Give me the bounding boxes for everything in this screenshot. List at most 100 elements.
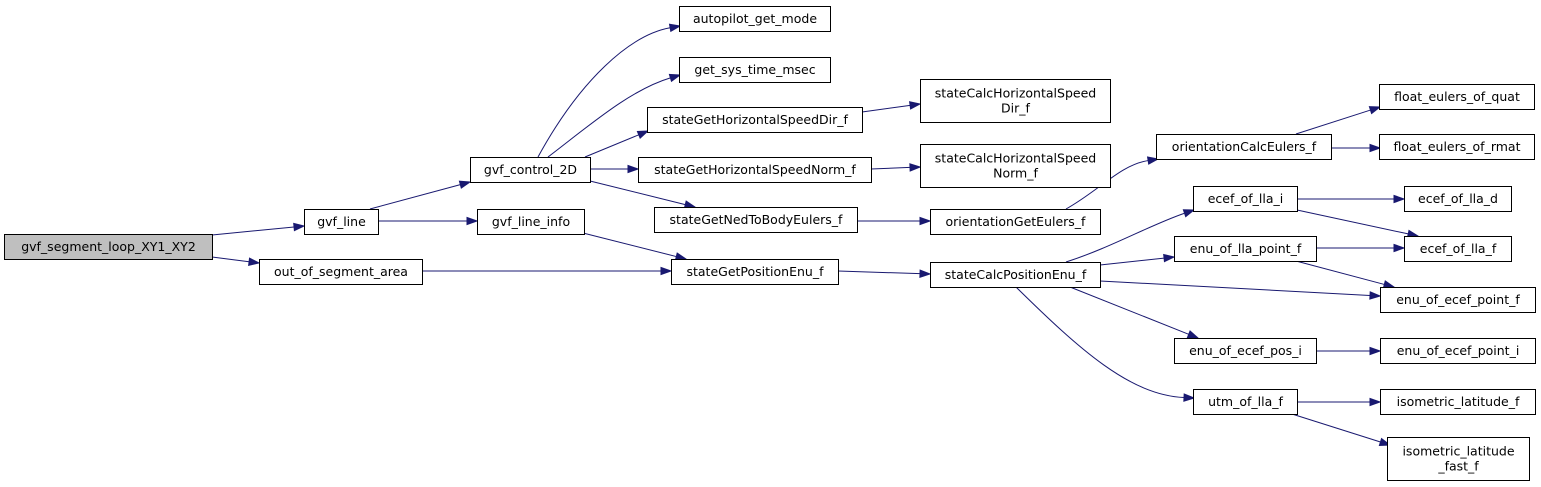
node-box[interactable] [1193, 389, 1298, 415]
node-box[interactable] [470, 157, 591, 183]
edge-root-to-gvf_line [211, 226, 295, 236]
node-label: stateCalcHorizontalSpeed [935, 151, 1096, 166]
node-label: _fast_f [1437, 459, 1479, 474]
arrowhead-out_of_segment_area-to-stateGetPositionEnu_f [660, 266, 673, 276]
node-get-sys-time-msec[interactable]: get_sys_time_msec [679, 57, 831, 83]
node-enu-of-lla-point-f[interactable]: enu_of_lla_point_f [1174, 236, 1317, 262]
node-enu-of-ecef-point-i[interactable]: enu_of_ecef_point_i [1380, 338, 1536, 364]
node-orientationGetEulers-f[interactable]: orientationGetEulers_f [930, 209, 1101, 235]
node-out-of-segment-area[interactable]: out_of_segment_area [259, 259, 423, 285]
node-box[interactable] [1380, 287, 1536, 313]
node-box[interactable] [638, 157, 872, 183]
arrowhead-stateCalcPositionEnu_f-to-enu_of_lla_point_f [1163, 253, 1176, 263]
node-box[interactable] [1387, 437, 1530, 481]
node-box[interactable] [1380, 389, 1536, 415]
node-box[interactable] [654, 207, 858, 233]
node-label: float_eulers_of_quat [1394, 89, 1520, 104]
node-label: out_of_segment_area [274, 264, 408, 279]
node-box[interactable] [1379, 134, 1535, 160]
call-graph-nodes: gvf_segment_loop_XY1_XY2 gvf_line out_of_s… [4, 6, 1536, 481]
node-box[interactable] [4, 234, 213, 260]
node-label: stateCalcHorizontalSpeed [935, 86, 1096, 101]
node-box[interactable] [1193, 186, 1298, 212]
node-label: orientationCalcEulers_f [1172, 139, 1317, 154]
node-box[interactable] [1174, 338, 1317, 364]
edge-stateCalcPositionEnu_f-to-enu_of_lla_point_f [1099, 257, 1165, 266]
node-isometric-latitude-f[interactable]: isometric_latitude_f [1380, 389, 1536, 415]
node-stateGetHorizontalSpeedDir-f[interactable]: stateGetHorizontalSpeedDir_f [647, 107, 863, 133]
node-box[interactable] [679, 57, 831, 83]
edge-gvf_line_info-to-stateGetPositionEnu_f [582, 232, 677, 258]
arrowhead-stateGetNedToBodyEulers_f-to-orientationGetEulers_f [919, 216, 932, 226]
node-root[interactable]: gvf_segment_loop_XY1_XY2 [4, 234, 213, 260]
node-ecef-of-lla-i[interactable]: ecef_of_lla_i [1193, 186, 1298, 212]
node-stateGetNedToBodyEulers-f[interactable]: stateGetNedToBodyEulers_f [654, 207, 858, 233]
node-box[interactable] [1404, 236, 1512, 262]
edge-enu_of_lla_point_f-to-enu_of_ecef_point_f [1295, 260, 1385, 285]
call-graph-edges [211, 23, 1420, 446]
node-label: gvf_line_info [492, 214, 570, 229]
arrowhead-gvf_control_2D-to-stateGetHorizontalSpeedDir_f [636, 130, 650, 139]
node-gvf-control-2D[interactable]: gvf_control_2D [470, 157, 591, 183]
node-label: ecef_of_lla_f [1420, 241, 1497, 256]
arrowhead-gvf_control_2D-to-get_sys_time_msec [668, 73, 682, 83]
node-box[interactable] [1379, 84, 1535, 110]
node-box[interactable] [477, 209, 585, 235]
node-label: enu_of_ecef_point_f [1396, 292, 1520, 307]
node-enu-of-ecef-pos-i[interactable]: enu_of_ecef_pos_i [1174, 338, 1317, 364]
node-label: stateGetNedToBodyEulers_f [670, 212, 844, 227]
arrowhead-gvf_line-to-gvf_line_info [466, 216, 479, 226]
node-orientationCalcEulers-f[interactable]: orientationCalcEulers_f [1156, 134, 1332, 160]
node-utm-of-lla-f[interactable]: utm_of_lla_f [1193, 389, 1298, 415]
node-box[interactable] [671, 259, 839, 285]
edge-stateGetHorizontalSpeedNorm_f-to-stateCalcHorizontalSpeedNorm_f [870, 166, 911, 170]
edge-stateCalcPositionEnu_f-to-ecef_of_lla_i [1065, 212, 1185, 263]
node-box[interactable] [259, 259, 423, 285]
node-ecef-of-lla-d[interactable]: ecef_of_lla_d [1404, 186, 1512, 212]
node-box[interactable] [920, 144, 1111, 188]
node-label: stateCalcPositionEnu_f [945, 267, 1087, 282]
arrowhead-root-to-gvf_line [293, 222, 306, 232]
edge-stateCalcPositionEnu_f-to-enu_of_ecef_pos_i [1069, 286, 1189, 335]
arrowhead-utm_of_lla_f-to-isometric_latitude_f [1369, 397, 1382, 407]
node-enu-of-ecef-point-f[interactable]: enu_of_ecef_point_f [1380, 287, 1536, 313]
node-box[interactable] [920, 79, 1111, 123]
node-isometric-latitude-fast-f[interactable]: isometric_latitude_fast_f [1387, 437, 1530, 481]
node-autopilot-get-mode[interactable]: autopilot_get_mode [679, 6, 831, 32]
node-box[interactable] [1380, 338, 1536, 364]
node-box[interactable] [930, 209, 1101, 235]
node-label: isometric_latitude [1402, 444, 1514, 459]
node-box[interactable] [1156, 134, 1332, 160]
node-stateGetHorizontalSpeedNorm-f[interactable]: stateGetHorizontalSpeedNorm_f [638, 157, 872, 183]
edge-root-to-out_of_segment_area [211, 256, 250, 263]
arrowhead-orientationCalcEulers_f-to-float_eulers_of_quat [1368, 106, 1382, 115]
node-label: isometric_latitude_f [1397, 394, 1520, 409]
node-stateGetPositionEnu-f[interactable]: stateGetPositionEnu_f [671, 259, 839, 285]
node-box[interactable] [1404, 186, 1512, 212]
node-label: gvf_control_2D [484, 162, 577, 177]
node-float-eulers-of-quat[interactable]: float_eulers_of_quat [1379, 84, 1535, 110]
node-stateCalcPositionEnu-f[interactable]: stateCalcPositionEnu_f [930, 262, 1101, 288]
edge-stateGetHorizontalSpeedDir_f-to-stateCalcHorizontalSpeedDir_f [861, 104, 911, 113]
node-label: ecef_of_lla_d [1418, 191, 1498, 206]
node-box[interactable] [304, 209, 379, 235]
arrowhead-stateCalcPositionEnu_f-to-enu_of_ecef_point_f [1369, 291, 1382, 300]
node-gvf-line-info[interactable]: gvf_line_info [477, 209, 585, 235]
arrowhead-enu_of_lla_point_f-to-ecef_of_lla_f [1393, 243, 1406, 253]
node-gvf-line[interactable]: gvf_line [304, 209, 379, 235]
node-box[interactable] [679, 6, 831, 32]
edge-gvf_line-to-gvf_control_2D [369, 184, 461, 210]
node-label: ecef_of_lla_i [1208, 191, 1284, 206]
node-ecef-of-lla-f[interactable]: ecef_of_lla_f [1404, 236, 1512, 262]
edge-gvf_control_2D-to-stateGetNedToBodyEulers_f [589, 180, 686, 206]
arrowhead-orientationCalcEulers_f-to-float_eulers_of_rmat [1369, 143, 1382, 153]
node-box[interactable] [1174, 236, 1317, 262]
node-box[interactable] [930, 262, 1101, 288]
node-box[interactable] [647, 107, 863, 133]
node-float-eulers-of-rmat[interactable]: float_eulers_of_rmat [1379, 134, 1535, 160]
edge-ecef_of_lla_i-to-ecef_of_lla_f [1296, 209, 1409, 235]
node-label: enu_of_ecef_pos_i [1189, 343, 1302, 358]
